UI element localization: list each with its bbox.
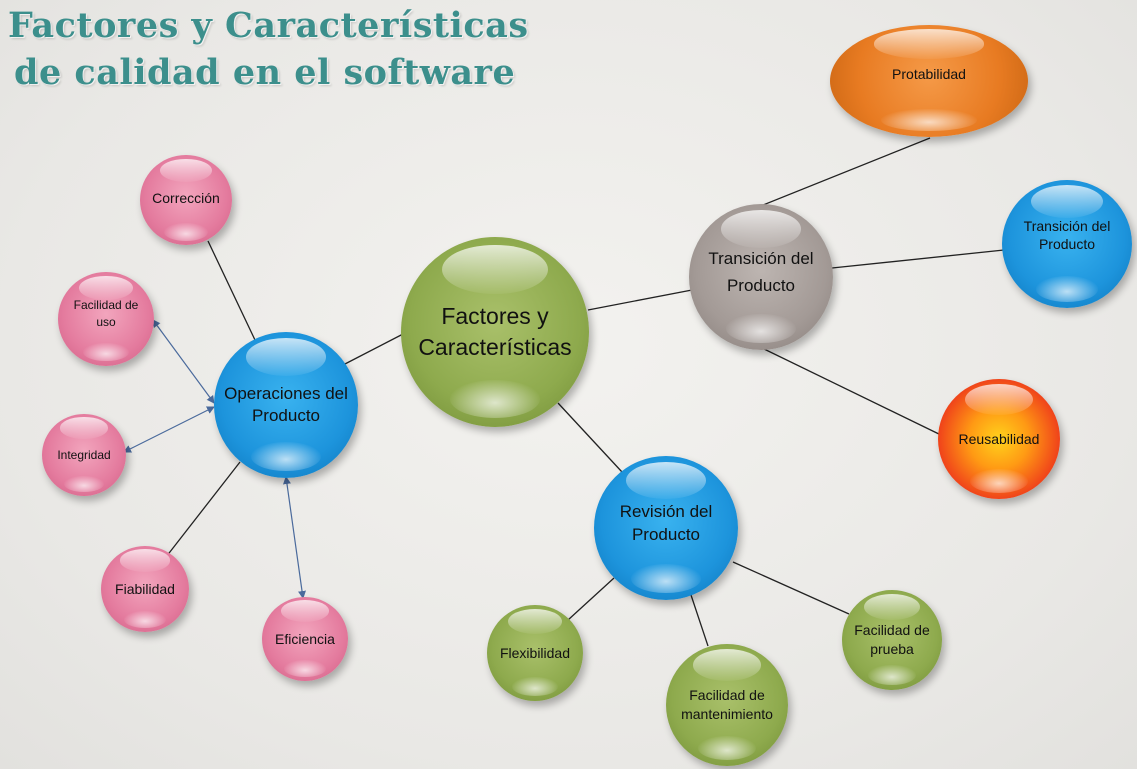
node-transicion: Transición del Producto — [689, 204, 833, 350]
node-integridad: Integridad — [42, 414, 126, 496]
page-title: Factores y Características de calidad en… — [8, 2, 529, 96]
node-facilidad-prueba-label: Facilidad de prueba — [854, 622, 930, 657]
arrow-operaciones-eficiencia — [283, 476, 306, 599]
link-center-revision — [557, 402, 623, 473]
node-fiabilidad: Fiabilidad — [101, 546, 189, 632]
node-facilidad-mantenimiento: Facilidad de mantenimiento — [666, 644, 788, 766]
node-center: Factores y Características — [401, 237, 589, 427]
node-eficiencia-label: Eficiencia — [275, 631, 335, 647]
node-fiabilidad-label: Fiabilidad — [115, 581, 175, 597]
node-integridad-label: Integridad — [57, 448, 111, 462]
arrow-operaciones-facilidad-uso — [152, 319, 215, 404]
node-operaciones: Operaciones del Producto — [214, 332, 358, 478]
link-center-operaciones — [342, 332, 406, 366]
node-transicion-producto-label: Transición del Producto — [1023, 218, 1111, 252]
node-revision-label: Revisión del Producto — [619, 502, 713, 544]
arrow-operaciones-integridad — [123, 406, 215, 453]
node-operaciones-label: Operaciones del Producto — [224, 384, 348, 425]
link-revision-mantenimiento — [690, 594, 709, 647]
node-facilidad-mantenimiento-label: Facilidad de mantenimiento — [681, 687, 773, 722]
link-center-transicion — [587, 289, 693, 311]
link-operaciones-fiabilidad — [165, 461, 241, 558]
link-revision-prueba — [732, 561, 850, 615]
link-revision-flexibilidad — [567, 577, 615, 621]
link-transicion-reusabilidad — [761, 347, 944, 437]
node-protabilidad: Protabilidad — [830, 25, 1028, 137]
title-line-2: de calidad en el software — [14, 52, 516, 93]
node-center-label: Factores y Características — [418, 303, 572, 360]
link-transicion-transicion-producto — [831, 249, 1005, 269]
node-correccion-label: Corrección — [152, 190, 220, 206]
node-correccion: Corrección — [140, 155, 232, 245]
title-line-1: Factores y Características — [8, 5, 529, 46]
node-protabilidad-label: Protabilidad — [892, 66, 966, 82]
node-flexibilidad: Flexibilidad — [487, 605, 583, 701]
node-reusabilidad-label: Reusabilidad — [958, 431, 1040, 447]
node-facilidad-uso: Facilidad de uso — [58, 272, 154, 366]
node-revision: Revisión del Producto — [594, 456, 738, 600]
node-facilidad-prueba: Facilidad de prueba — [842, 590, 942, 690]
link-transicion-protabilidad — [757, 137, 931, 208]
node-transicion-label: Transición del Producto — [708, 249, 814, 295]
node-flexibilidad-label: Flexibilidad — [499, 645, 571, 661]
node-facilidad-uso-label: Facilidad de uso — [73, 298, 139, 329]
link-operaciones-correccion — [207, 240, 256, 341]
node-reusabilidad: Reusabilidad — [938, 379, 1060, 499]
node-eficiencia: Eficiencia — [262, 597, 348, 681]
node-transicion-producto: Transición del Producto — [1002, 180, 1132, 308]
